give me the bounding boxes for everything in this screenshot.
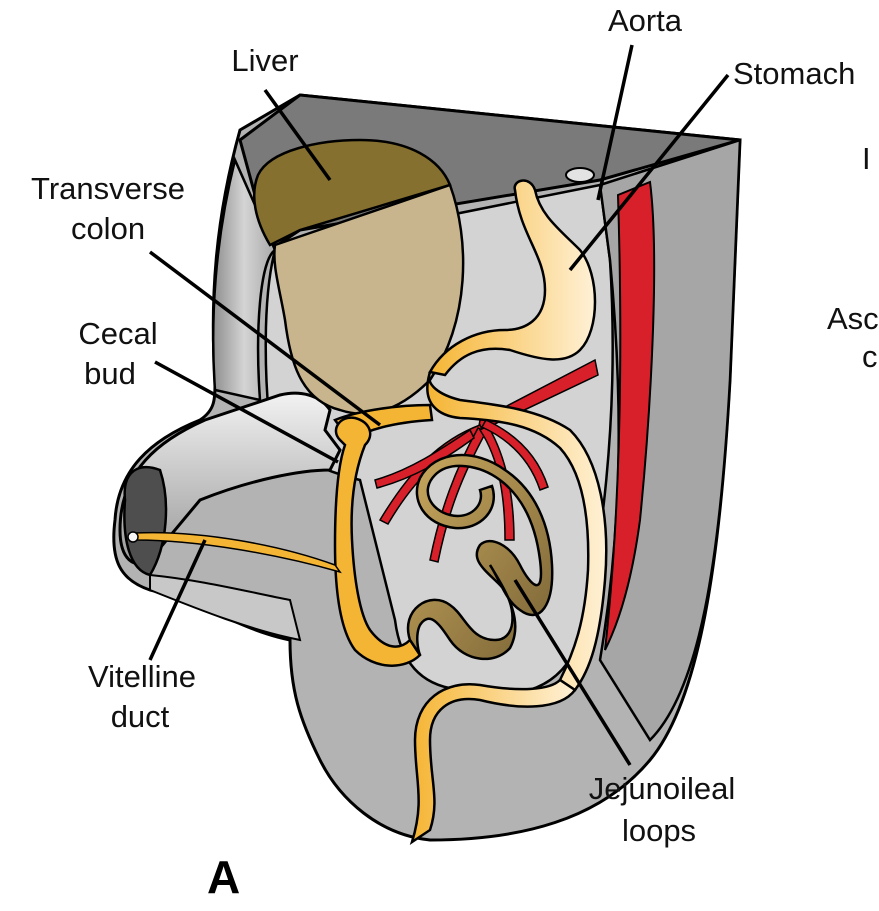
vitelline-duct-end [128,532,138,542]
label-vitelline-duct-line1: Vitelline [88,658,196,696]
label-vitelline-duct-line2: duct [111,698,170,736]
label-cecal-bud-line2: bud [84,355,136,393]
label-jejunoileal-line2: loops [622,812,696,850]
aorta-opening [566,168,594,182]
label-stomach: Stomach [733,55,855,93]
label-cut-off-1: I [862,140,871,178]
label-transverse-colon-line2: colon [71,210,145,248]
label-cut-off-2: Asc [827,300,879,338]
label-transverse-colon-line1: Transverse [31,170,185,208]
label-liver: Liver [231,42,298,80]
label-aorta: Aorta [608,2,682,40]
label-cut-off-3: c [862,338,879,376]
label-cecal-bud-line1: Cecal [78,315,157,353]
label-jejunoileal-line1: Jejunoileal [589,770,736,808]
panel-letter: A [207,850,240,904]
